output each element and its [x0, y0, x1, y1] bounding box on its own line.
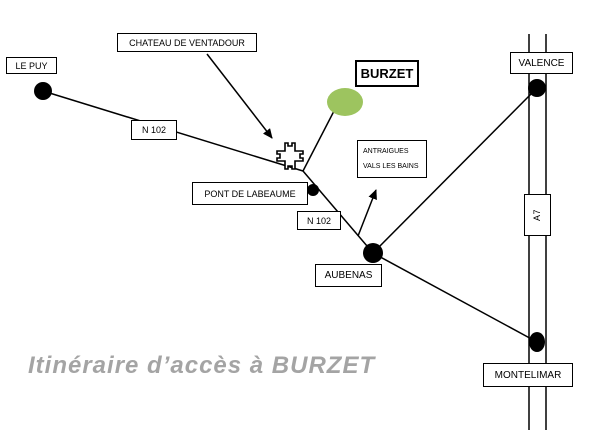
- pont-de-labeaume-dot: [307, 184, 319, 196]
- aubenas-dot: [363, 243, 383, 263]
- road-aubenas-montelimar: [372, 252, 538, 343]
- label-box-valence: VALENCE: [510, 52, 573, 74]
- label-box-le-puy: LE PUY: [6, 57, 57, 74]
- label-box-a7: A7: [524, 194, 551, 236]
- burzet-town-marker: [327, 88, 363, 116]
- label-box-burzet: BURZET: [355, 60, 419, 87]
- page-title: Itinéraire d’accès à BURZET: [28, 352, 376, 379]
- antraigues-callout-arrow: [357, 189, 377, 237]
- pont-de-labeaume-label: PONT DE LABEAUME: [204, 188, 296, 199]
- antraigues-label: ANTRAIGUES: [363, 148, 409, 155]
- label-box-antraigues-vals-les-bains: ANTRAIGUES VALS LES BAINS: [357, 140, 427, 178]
- n102-south-label: N 102: [306, 215, 332, 226]
- label-box-pont-de-labeaume: PONT DE LABEAUME: [192, 182, 308, 205]
- burzet-label: BURZET: [360, 66, 414, 81]
- vals-les-bains-label: VALS LES BAINS: [363, 163, 419, 170]
- aubenas-label: AUBENAS: [324, 270, 373, 281]
- valence-dot: [528, 79, 546, 97]
- label-box-n102-west: N 102: [131, 120, 177, 140]
- n102-west-label: N 102: [141, 125, 167, 135]
- le-puy-dot: [34, 82, 52, 100]
- chateau-de-ventadour-label: CHATEAU DE VENTADOUR: [129, 37, 245, 48]
- chateau-callout-arrow: [206, 53, 273, 139]
- le-puy-label: LE PUY: [15, 60, 48, 71]
- label-box-montelimar: MONTELIMAR: [483, 363, 573, 387]
- label-box-aubenas: AUBENAS: [315, 264, 382, 287]
- a7-label: A7: [532, 208, 543, 222]
- road-burzet-branch: [302, 110, 335, 172]
- castle-icon: [276, 142, 304, 170]
- valence-label: VALENCE: [518, 57, 565, 69]
- montelimar-label: MONTELIMAR: [494, 369, 562, 381]
- label-box-n102-south: N 102: [297, 211, 341, 230]
- montelimar-dot: [529, 332, 545, 352]
- label-box-chateau-de-ventadour: CHATEAU DE VENTADOUR: [117, 33, 257, 52]
